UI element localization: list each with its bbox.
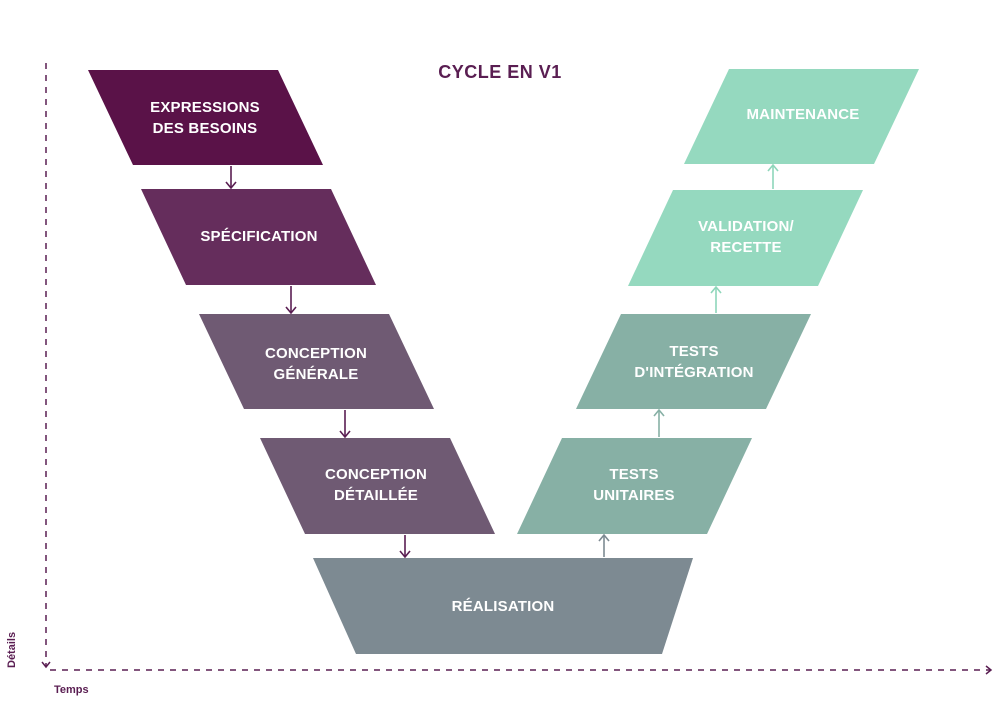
step-shape-specification [141, 189, 376, 285]
axes [41, 63, 993, 675]
arrow-detaillee-to-realisation [399, 535, 411, 559]
diagram-title: CYCLE EN V1 [438, 62, 562, 82]
connectors [225, 163, 779, 559]
arrow-besoins-to-specification [225, 166, 237, 190]
step-shape-conception-generale [199, 314, 434, 409]
step-shape-maintenance [684, 69, 919, 164]
step-shape-realisation [313, 558, 693, 654]
arrow-integration-to-validation [710, 285, 722, 313]
step-shape-conception-detaillee [260, 438, 495, 534]
arrow-specification-to-conception-generale [285, 286, 297, 315]
arrow-realisation-to-tests-unitaires [598, 533, 610, 557]
y-axis-label: Détails [6, 631, 18, 668]
arrow-validation-to-maintenance [767, 163, 779, 189]
step-shape-tests-d-integration [576, 314, 811, 409]
x-axis-label: Temps [54, 684, 89, 696]
step-shape-tests-unitaires [517, 438, 752, 534]
steps [88, 69, 919, 654]
step-shape-validation-recette [628, 190, 863, 286]
step-shape-expressions-des-besoins [88, 70, 323, 165]
arrow-unitaires-to-integration [653, 408, 665, 437]
arrow-conception-generale-to-detaillee [339, 410, 351, 439]
